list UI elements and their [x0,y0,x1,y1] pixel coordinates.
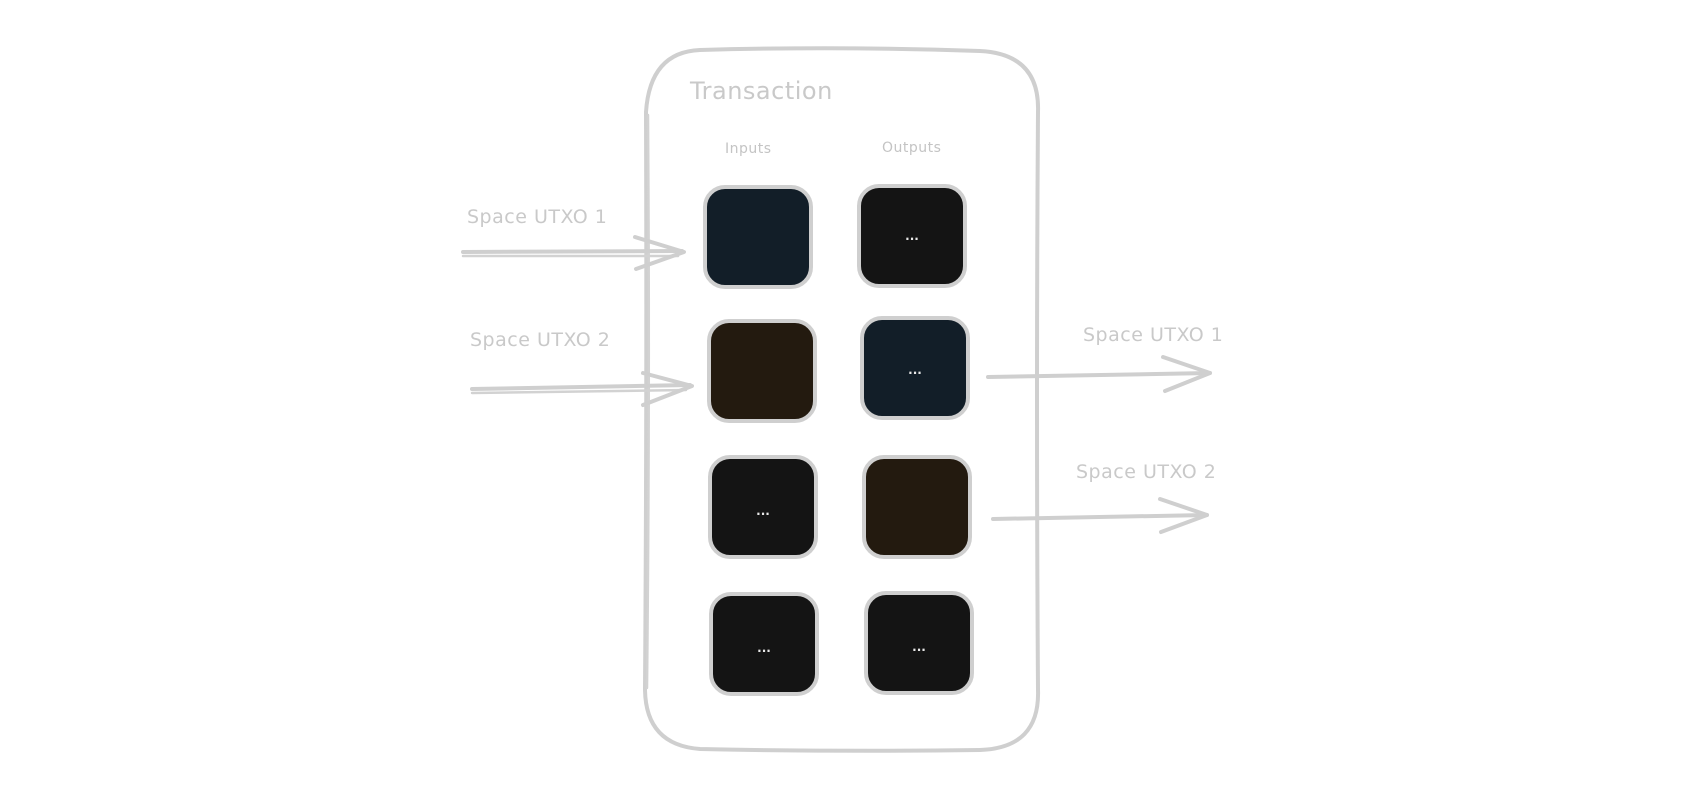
input-box-3 [708,455,818,559]
input-box-1 [703,185,813,289]
input-box: ... [709,592,819,696]
transaction-title: Transaction [689,77,833,105]
transaction-box [643,46,1041,753]
output-arrow-1-label: Space UTXO 1 [1083,324,1223,346]
output-box-4-text: ... [912,640,926,654]
output-box-3 [862,455,972,559]
output-arrow-1 [986,355,1212,393]
output-box-2-text: ... [908,363,922,377]
output-box-4 [864,591,974,695]
output-box-1-text: ... [905,229,919,243]
outputs-column-label: Outputs [882,140,941,156]
output-box: ... [857,184,967,288]
input-arrow-1 [461,235,686,271]
input-box-2 [707,319,817,423]
inputs-column-label: Inputs [725,141,772,157]
output-arrow-2-label: Space UTXO 2 [1076,461,1216,483]
output-box: ... [864,591,974,695]
input-arrow-1-label: Space UTXO 1 [467,206,607,228]
input-box-3-text: ... [756,504,770,518]
input-box [703,185,813,289]
input-arrow-2-label: Space UTXO 2 [470,329,610,351]
output-arrow-2 [991,497,1209,534]
input-arrow-2 [470,371,694,407]
output-box: ... [860,316,970,420]
output-box-2 [860,316,970,420]
input-box-4-text: ... [757,641,771,655]
input-box [707,319,817,423]
input-box: ... [708,455,818,559]
input-box-4 [709,592,819,696]
output-box-1 [857,184,967,288]
output-box [862,455,972,559]
